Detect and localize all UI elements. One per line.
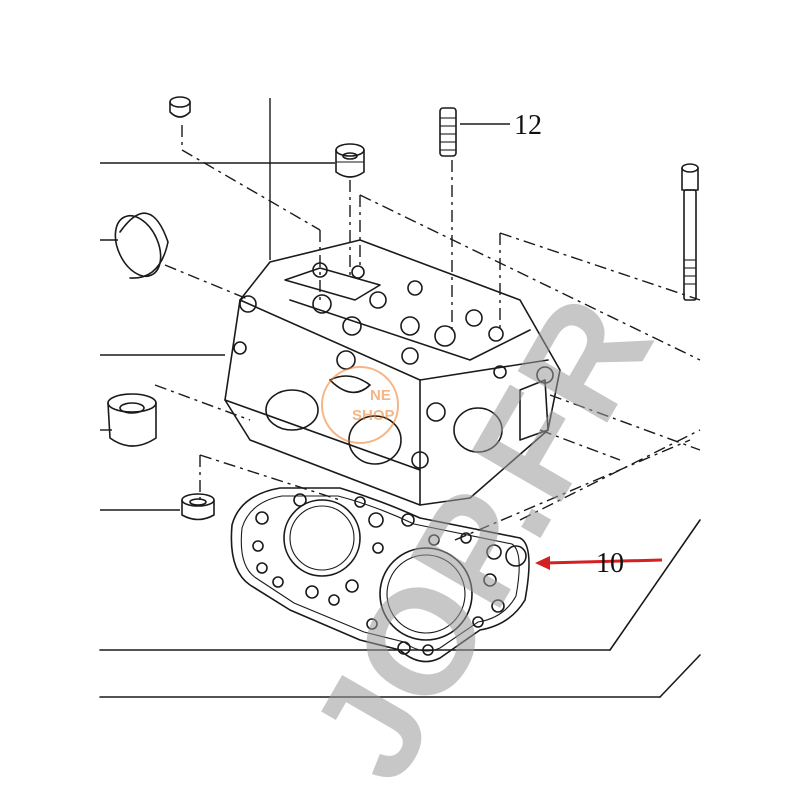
- head-gasket: [230, 487, 530, 663]
- valve-stem-seal-top: [169, 96, 191, 118]
- leader-lines: [100, 98, 701, 541]
- head-bolt-long: [681, 163, 699, 301]
- small-seal: [181, 493, 215, 521]
- frame-lines: [99, 519, 701, 698]
- shop-logo-watermark: NE SHOP: [321, 366, 399, 444]
- cap-nut: [335, 143, 365, 178]
- logo-line2: SHOP: [352, 407, 395, 424]
- stud-bolt: [439, 107, 457, 157]
- red-arrow-part-10: [535, 556, 663, 570]
- valve-cap: [107, 393, 157, 447]
- logo-line1: NE: [370, 387, 391, 404]
- cylinder-head: [224, 239, 561, 506]
- callout-part-10: 10: [596, 548, 624, 579]
- callout-part-12: 12: [514, 110, 542, 141]
- core-plug: [114, 212, 169, 279]
- site-watermark: JOP.FR: [277, 270, 684, 799]
